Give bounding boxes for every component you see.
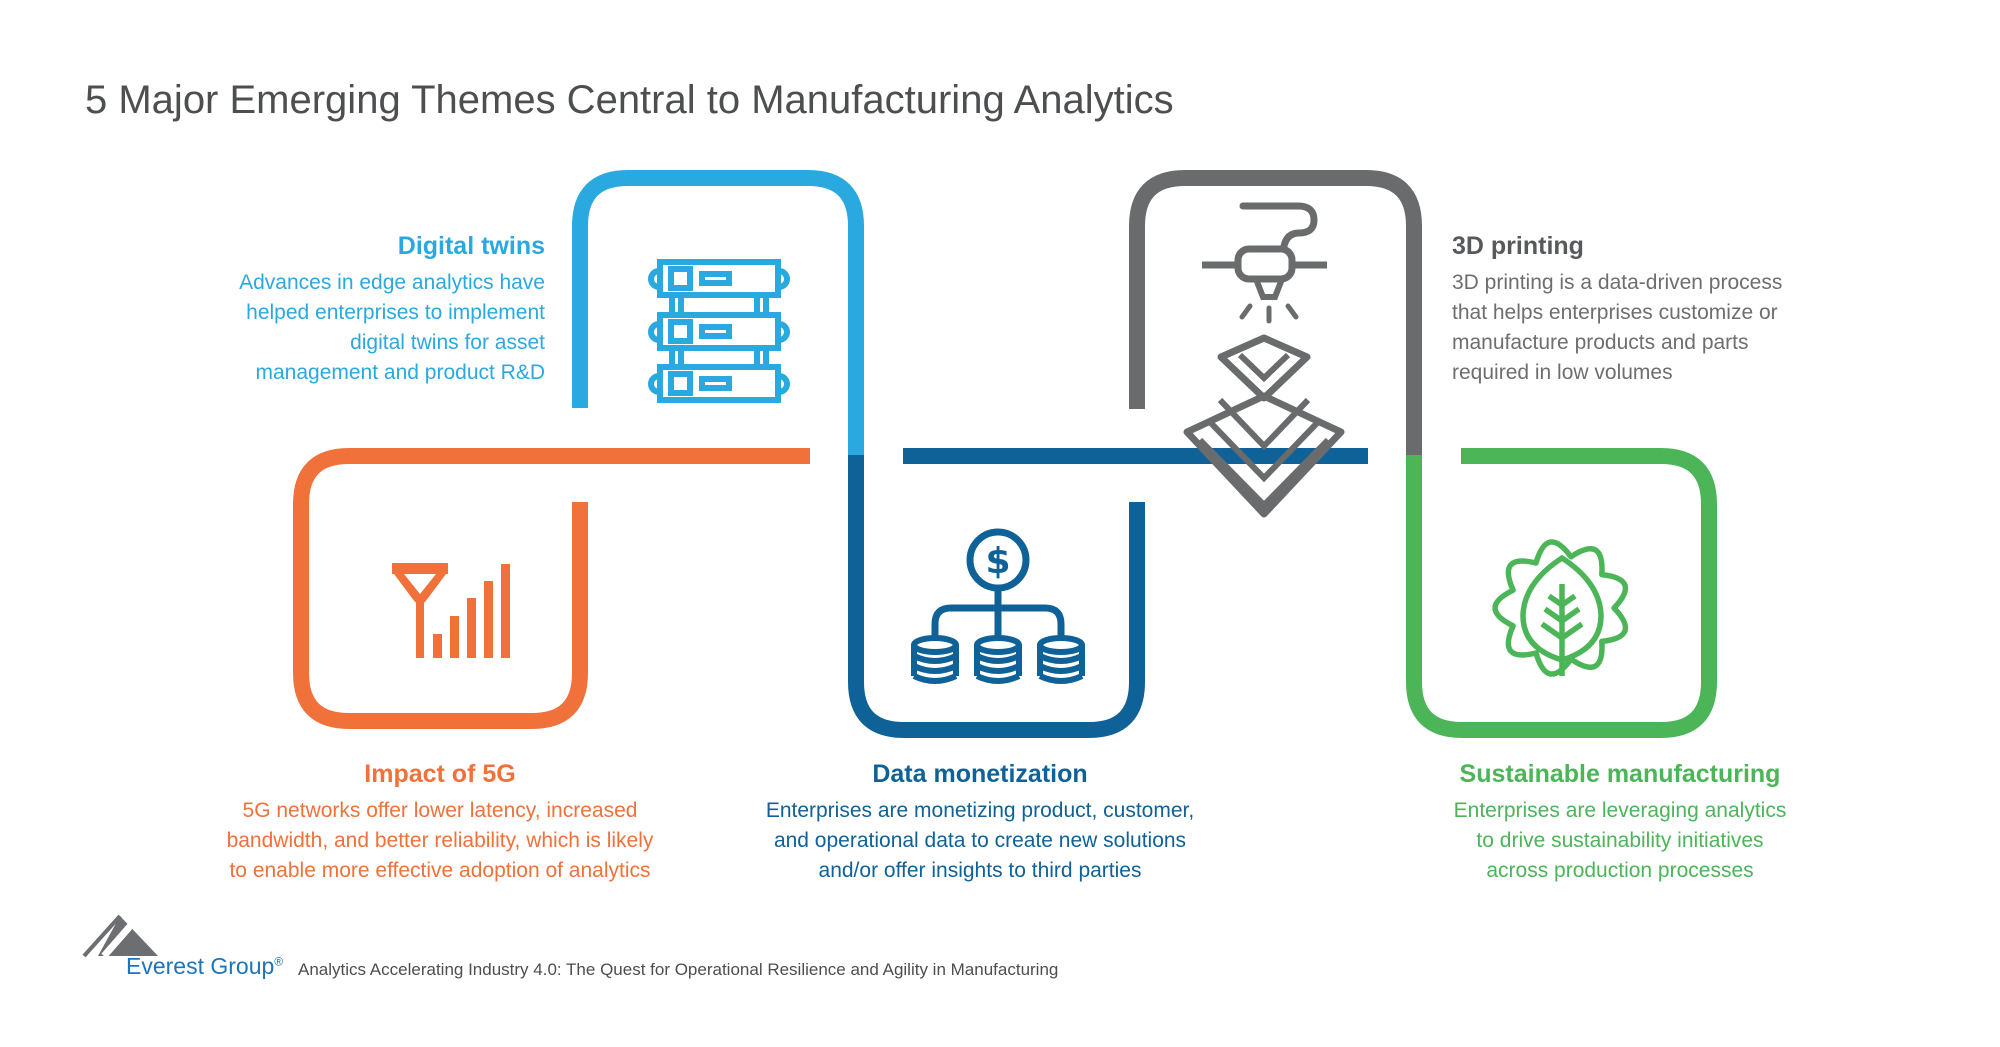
digital-twins-line: management and product R&D (255, 361, 546, 384)
everest-group-logo-text: Everest Group® (126, 953, 283, 980)
footer: Everest Group® Analytics Accelerating In… (80, 905, 1480, 995)
digital-twins-line: helped enterprises to implement (246, 301, 545, 324)
impact-5g-line: 5G networks offer lower latency, increas… (242, 799, 638, 822)
digital-twins-line: digital twins for asset (350, 331, 545, 354)
3d-printing-pipe (1129, 170, 1422, 455)
theme-block-sustainable-manufacturing: Sustainable manufacturing Enterprises ar… (1320, 758, 1920, 886)
digital-twins-pipe (572, 170, 864, 455)
registered-mark: ® (274, 954, 284, 969)
sustainable-line: Enterprises are leveraging analytics (1453, 799, 1787, 822)
pipe-chain (293, 170, 1717, 738)
data-monetization-title: Data monetization (872, 760, 1088, 788)
data-monetization-line: and/or offer insights to third parties (818, 859, 1142, 882)
footer-report-title: Analytics Accelerating Industry 4.0: The… (298, 960, 1059, 979)
data-monetization-pipe (848, 455, 1145, 738)
everest-group-mountain-icon (82, 914, 158, 958)
impact-5g-line: to enable more effective adoption of ana… (229, 859, 651, 882)
5g-antenna-icon (392, 563, 510, 658)
theme-block-digital-twins: Digital twins Advances in edge analytics… (145, 230, 545, 388)
sustainable-title: Sustainable manufacturing (1459, 760, 1781, 788)
3d-printing-line: required in low volumes (1452, 361, 1673, 384)
digital-twins-line: Advances in edge analytics have (239, 271, 545, 294)
sustainable-line: to drive sustainability initiatives (1476, 829, 1764, 852)
data-monetization-line: Enterprises are monetizing product, cust… (765, 799, 1195, 822)
theme-block-3d-printing: 3D printing 3D printing is a data-driven… (1452, 230, 1892, 388)
dollar-databases-icon: $ (911, 528, 1085, 684)
dollar-sign: $ (985, 541, 1010, 582)
impact-5g-line: bandwidth, and better reliability, which… (226, 829, 654, 852)
3d-printing-line: 3D printing is a data-driven process (1452, 271, 1783, 294)
page-title: 5 Major Emerging Themes Central to Manuf… (85, 78, 1174, 122)
impact-5g-title: Impact of 5G (364, 760, 516, 788)
data-monetization-line: and operational data to create new solut… (773, 829, 1187, 852)
3d-printing-line: that helps enterprises customize or (1452, 301, 1778, 324)
theme-block-data-monetization: Data monetization Enterprises are moneti… (680, 758, 1280, 886)
sustainable-line: across production processes (1486, 859, 1754, 882)
digital-twins-title: Digital twins (397, 232, 545, 260)
theme-block-impact-5g: Impact of 5G 5G networks offer lower lat… (140, 758, 740, 886)
impact-5g-pipe (293, 448, 810, 729)
3d-printing-title: 3D printing (1452, 232, 1584, 260)
server-stack-icon (648, 259, 790, 403)
gear-leaf-icon (1492, 539, 1629, 677)
logo-wordmark: Everest Group (126, 953, 275, 979)
3d-printing-line: manufacture products and parts (1452, 331, 1749, 354)
3d-printer-icon (1183, 202, 1345, 518)
sustainable-pipe (1406, 448, 1717, 738)
